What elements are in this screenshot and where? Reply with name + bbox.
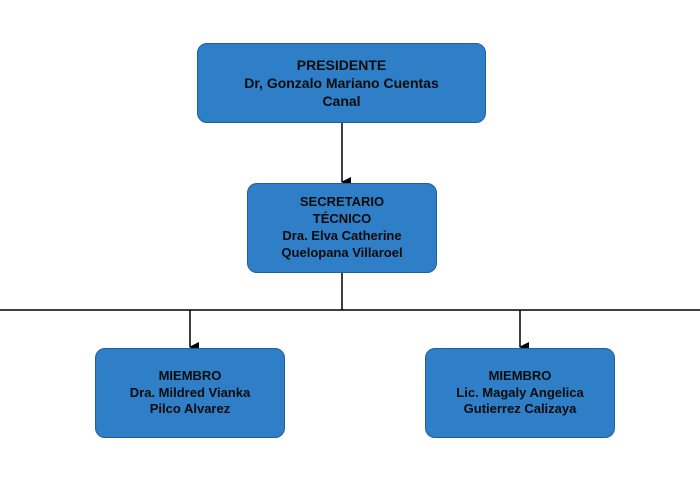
member-1-name-line1: Dra. Mildred Vianka xyxy=(129,384,251,400)
member-node-1: MIEMBRO Dra. Mildred Vianka Pilco Alvare… xyxy=(95,348,285,438)
secretary-node: SECRETARIO TÉCNICO Dra. Elva Catherine Q… xyxy=(247,183,437,273)
president-node: PRESIDENTE Dr, Gonzalo Mariano Cuentas C… xyxy=(197,43,486,123)
member-2-name-line1: Lic. Magaly Angelica xyxy=(456,384,584,400)
secretary-role-line1: SECRETARIO xyxy=(299,194,385,210)
member-2-role: MIEMBRO xyxy=(488,367,552,383)
member-2-name-line2: Gutierrez Calizaya xyxy=(463,401,577,417)
president-role: PRESIDENTE xyxy=(296,56,387,73)
president-name-line1: Dr, Gonzalo Mariano Cuentas xyxy=(244,74,439,91)
president-name-line2: Canal xyxy=(322,93,361,110)
member-1-name-line2: Pilco Alvarez xyxy=(149,401,231,417)
secretary-role-line2: TÉCNICO xyxy=(312,211,372,227)
member-1-role: MIEMBRO xyxy=(158,367,222,383)
secretary-name-line2: Quelopana Villaroel xyxy=(281,244,403,260)
member-node-2: MIEMBRO Lic. Magaly Angelica Gutierrez C… xyxy=(425,348,615,438)
secretary-name-line1: Dra. Elva Catherine xyxy=(282,228,402,243)
